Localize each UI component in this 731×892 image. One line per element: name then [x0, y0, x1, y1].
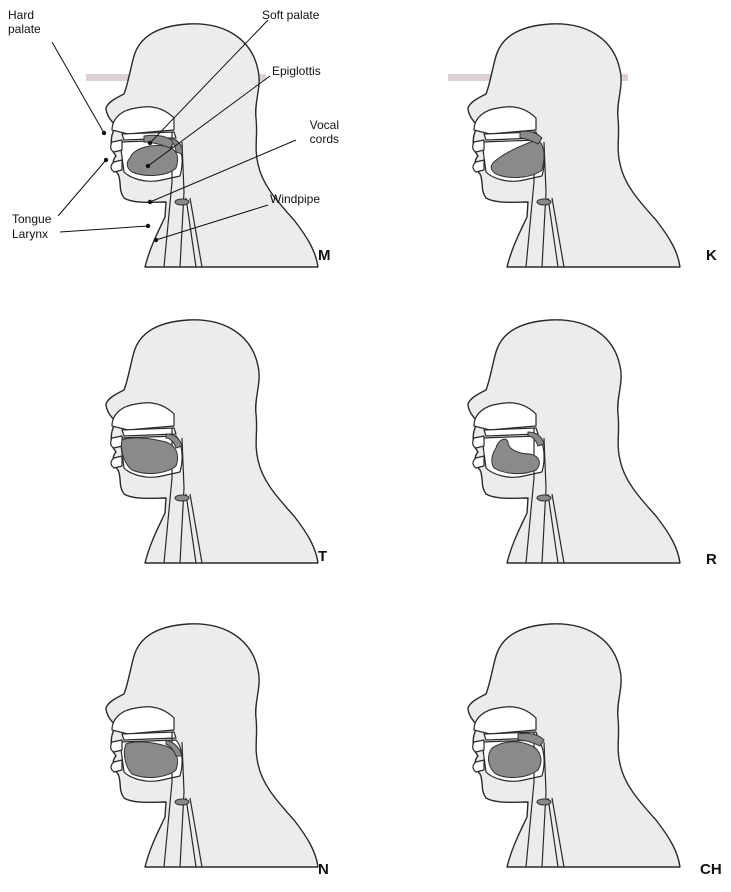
sound-letter-k: K: [706, 247, 717, 264]
label-tongue: Tongue: [12, 212, 51, 226]
tongue-shape: [489, 742, 541, 778]
head-diagram-m: [50, 22, 350, 282]
label-windpipe: Windpipe: [270, 192, 320, 206]
head-diagram-n: [50, 622, 350, 882]
panel-k: [412, 22, 712, 282]
label-soft-palate: Soft palate: [262, 8, 319, 22]
sound-letter-n: N: [318, 861, 329, 878]
sound-letter-t: T: [318, 548, 327, 565]
tongue-shape: [124, 742, 177, 778]
tongue-shape: [121, 438, 177, 474]
sound-letter-m: M: [318, 247, 331, 264]
panel-n: [50, 622, 350, 882]
head-diagram-k: [412, 22, 712, 282]
panel-t: [50, 318, 350, 578]
panel-m: [50, 22, 350, 282]
label-epiglottis: Epiglottis: [272, 64, 321, 78]
sound-letter-r: R: [706, 551, 717, 568]
head-diagram-ch: [412, 622, 712, 882]
head-diagram-r: [412, 318, 712, 578]
label-vocal-cords: Vocal cords: [294, 118, 339, 146]
label-larynx: Larynx: [12, 227, 48, 241]
sound-letter-ch: CH: [700, 861, 722, 878]
label-hard-palate: Hard palate: [8, 8, 41, 36]
panel-ch: [412, 622, 712, 882]
head-diagram-t: [50, 318, 350, 578]
panel-r: [412, 318, 712, 578]
